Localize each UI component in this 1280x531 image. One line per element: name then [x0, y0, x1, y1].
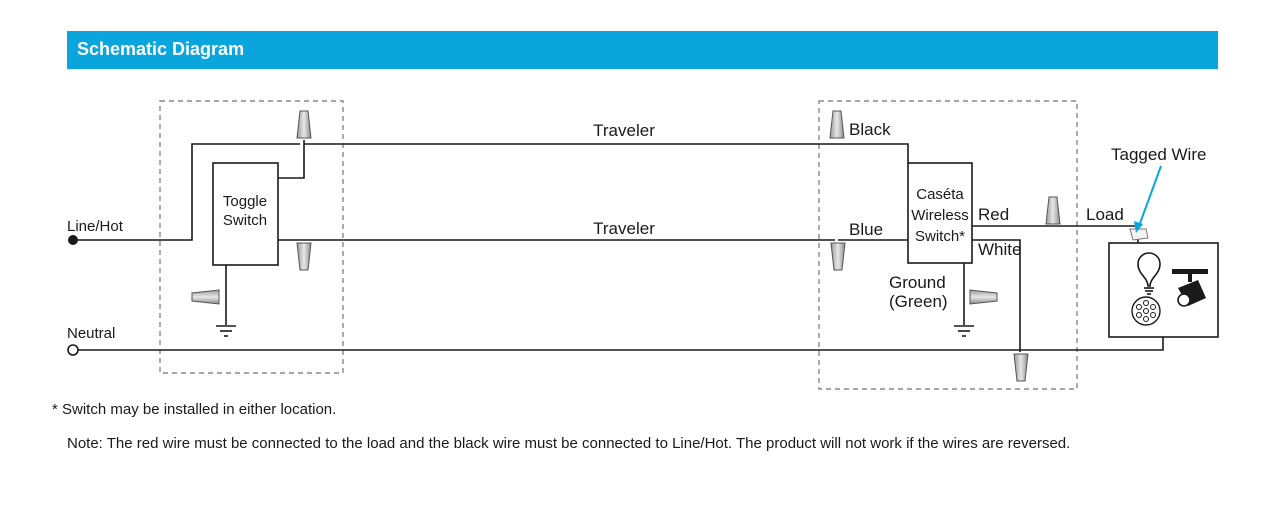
- toggle-common-wire: [278, 140, 305, 179]
- black-wire-label: Black: [849, 120, 891, 139]
- line-hot-label: Line/Hot: [67, 218, 124, 235]
- tagged-wire-label: Tagged Wire: [1111, 145, 1206, 164]
- neutral-terminal: [67, 344, 79, 356]
- toggle-switch-label-1: Toggle: [223, 193, 267, 210]
- wire-tag-icon: [1129, 228, 1149, 241]
- left-junction-box: [159, 100, 344, 374]
- load-label: Load: [1086, 205, 1124, 224]
- caseta-label-2: Wireless: [911, 207, 969, 224]
- footnote: * Switch may be installed in either loca…: [52, 401, 337, 418]
- white-wire-label: White: [978, 240, 1021, 259]
- ground-label-1: Ground: [889, 273, 946, 292]
- traveler-bottom-label: Traveler: [593, 219, 655, 238]
- caseta-label-3: Switch*: [915, 228, 965, 245]
- wire-nut-icon: [829, 110, 845, 139]
- page-title: Schematic Diagram: [77, 39, 245, 59]
- wire-nut-icon: [296, 110, 312, 139]
- fan-icon: [1131, 296, 1161, 326]
- wire-nut-icon: [191, 289, 220, 305]
- traveler-top-wire: [304, 143, 909, 163]
- note: Note: The red wire must be connected to …: [67, 435, 1071, 452]
- caseta-label-1: Caséta: [916, 186, 964, 203]
- wire-nut-icon: [1045, 196, 1061, 225]
- blue-wire-label: Blue: [849, 220, 883, 239]
- red-wire-label: Red: [978, 205, 1009, 224]
- track-light-icon: [1172, 269, 1208, 307]
- right-junction-box: [818, 100, 1078, 390]
- neutral-label: Neutral: [67, 325, 115, 342]
- lightbulb-icon: [1137, 252, 1161, 295]
- wire-nut-icon: [296, 242, 312, 271]
- tagged-wire-arrowhead: [1134, 221, 1143, 233]
- white-wire: [972, 239, 1021, 352]
- wire-nut-icon: [830, 242, 846, 271]
- tagged-wire-pointer: [1138, 165, 1162, 227]
- wire-nut-icon: [969, 289, 998, 305]
- wire-nut-icon: [1013, 353, 1029, 382]
- caseta-wireless-switch: [907, 162, 973, 264]
- ground-label-2: (Green): [889, 292, 948, 311]
- traveler-top-label: Traveler: [593, 121, 655, 140]
- ground-icon: [215, 325, 237, 337]
- header-bar: Schematic Diagram: [67, 31, 1218, 69]
- line-hot-wire: [73, 143, 300, 241]
- ground-icon: [953, 325, 975, 337]
- neutral-wire: [78, 337, 1164, 351]
- toggle-switch-label-2: Switch: [223, 212, 267, 229]
- toggle-switch: [212, 162, 279, 266]
